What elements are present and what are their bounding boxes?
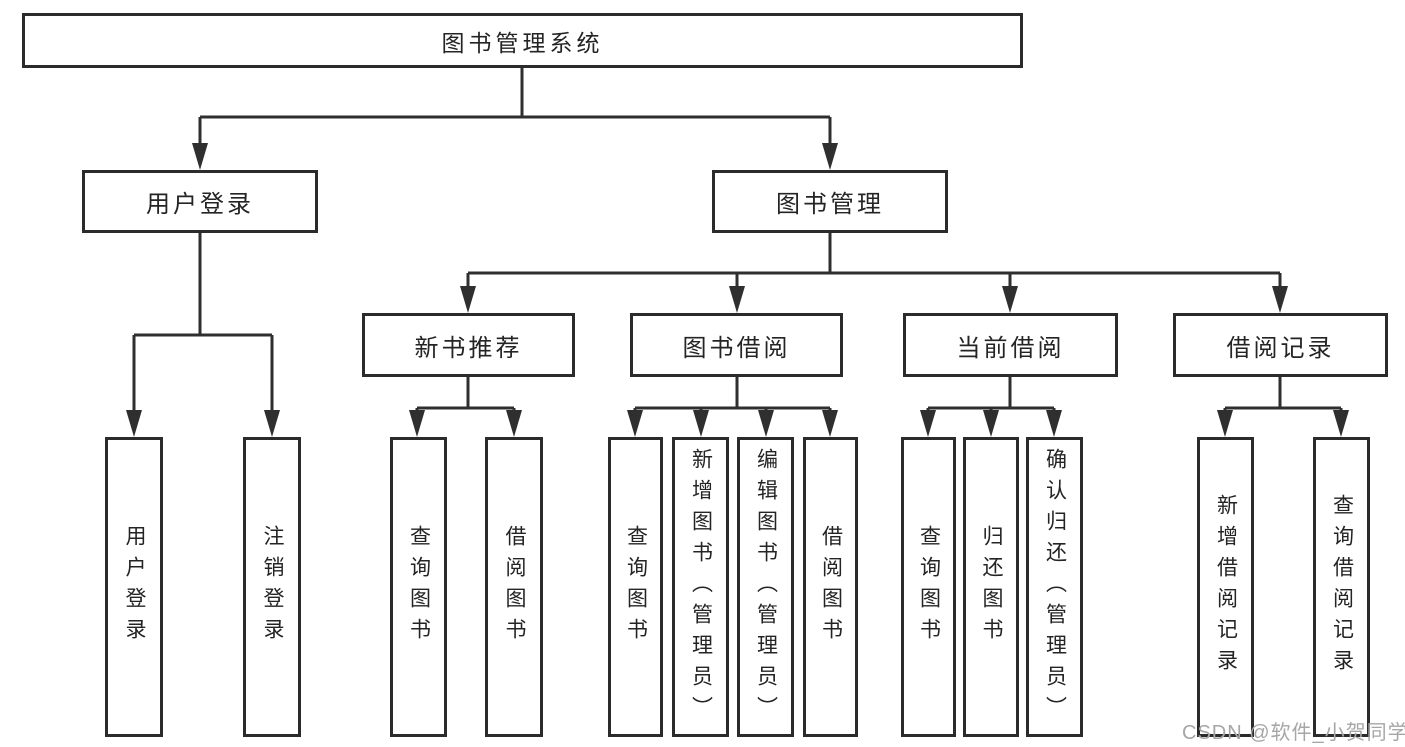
node-book-borrow: 图书借阅 [630,313,843,377]
leaf-query-books-recommend: 查询图书 [390,437,447,737]
leaf-query-books-borrow: 查询图书 [608,437,663,737]
leaf-confirm-return-admin: 确认归还（管理员） [1026,437,1083,737]
connector-lines [132,68,1343,411]
leaf-logout: 注销登录 [243,437,301,737]
node-book-management: 图书管理 [712,170,948,233]
leaf-return-books: 归还图书 [963,437,1019,737]
leaf-query-books-current: 查询图书 [901,437,956,737]
node-root-title: 图书管理系统 [22,13,1023,68]
leaf-borrow-books-recommend: 借阅图书 [485,437,543,737]
node-borrow-records: 借阅记录 [1173,313,1388,377]
leaf-user-login: 用户登录 [105,437,163,737]
leaf-add-book-admin: 新增图书（管理员） [672,437,729,737]
node-current-borrow: 当前借阅 [903,313,1118,377]
arrowhead-icons [126,143,1349,437]
leaf-query-borrow-record: 查询借阅记录 [1313,437,1370,737]
leaf-borrow-books-borrow: 借阅图书 [803,437,858,737]
watermark: CSDN @软件_小贺同学 [1182,722,1405,744]
leaf-edit-book-admin: 编辑图书（管理员） [737,437,794,737]
node-user-login: 用户登录 [82,170,318,233]
node-new-book-recommend: 新书推荐 [362,313,575,377]
leaf-add-borrow-record: 新增借阅记录 [1197,437,1254,737]
